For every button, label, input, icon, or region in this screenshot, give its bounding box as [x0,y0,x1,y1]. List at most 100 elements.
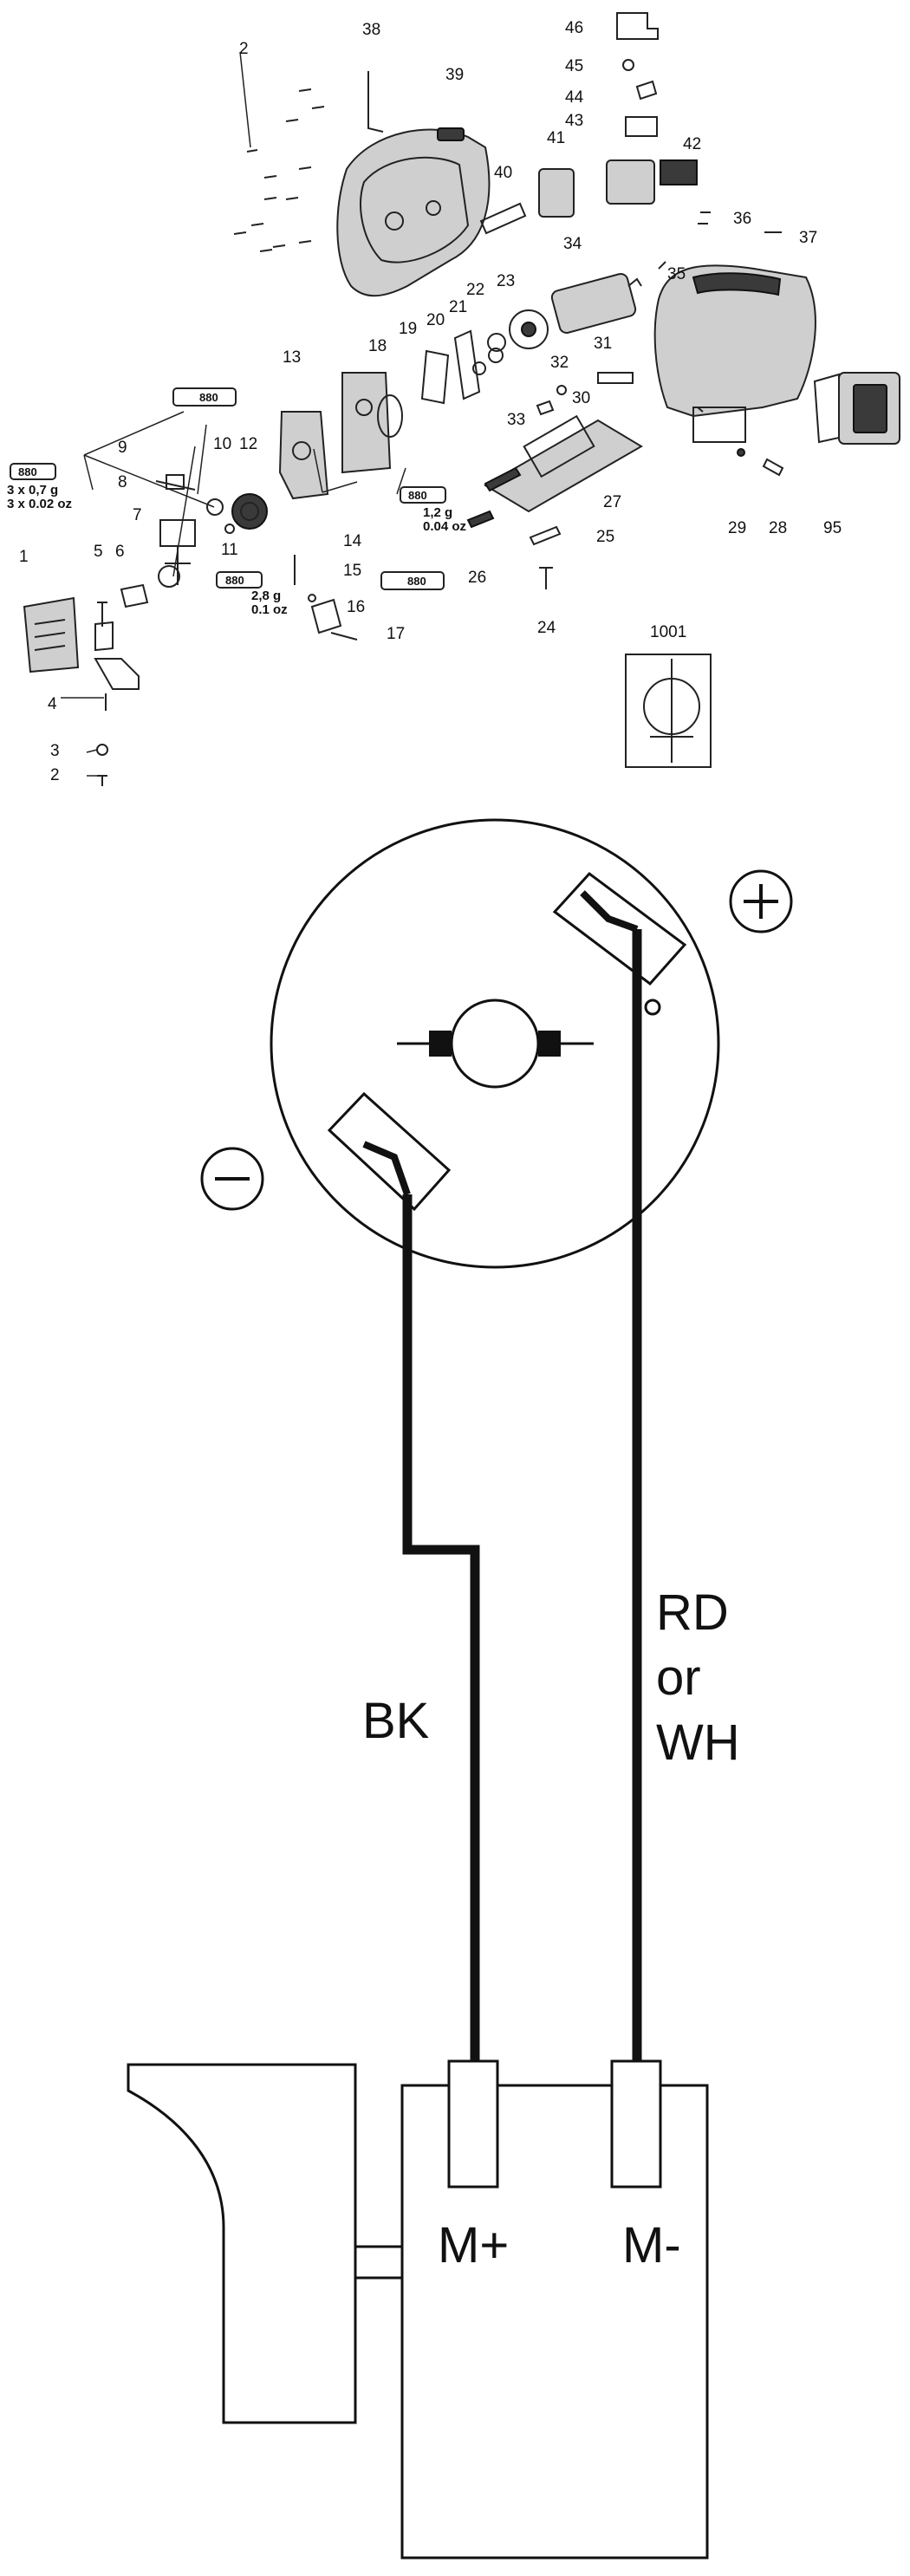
part-label-24: 24 [537,619,556,637]
part-label-44: 44 [565,88,584,107]
terminal-left [447,2059,499,2189]
left-parts [23,474,358,786]
terminal-right [610,2059,662,2189]
wire-black [402,1194,480,2070]
wire-label-bk: BK [362,1693,430,1749]
leader-lines [61,51,406,777]
part-label-33: 33 [507,411,525,429]
part-label-40: 40 [494,164,512,182]
part-label-27: 27 [603,493,621,511]
part-label-21: 21 [449,298,467,316]
part-label-46: 46 [565,19,583,37]
part-label-8: 8 [118,473,127,491]
trigger [127,2063,402,2424]
grease-amount-left-b: 3 x 0.02 oz [7,497,72,511]
housing-left-part [336,127,491,297]
wire-label-or: or [656,1649,701,1706]
brush-holder-plus [552,871,687,986]
wire-label-rd: RD [656,1584,729,1641]
grease-tube-left-text: 880 [18,465,37,478]
part-label-42: 42 [683,135,701,153]
part-label-28: 28 [769,519,787,537]
part-label-16: 16 [347,598,365,616]
grease-amount-mid-b: 0.04 oz [423,519,466,534]
grease-amount-mid-a: 1,2 g [423,505,452,520]
screw-cluster [233,88,325,252]
wire-part [479,202,527,235]
grease-tube-low: 880 [216,571,263,589]
part-label-4: 4 [48,695,57,713]
part-label-11: 11 [221,541,238,559]
part-label-13: 13 [283,348,301,367]
terminal-label-minus: M- [622,2217,681,2274]
guide-plate-part [278,411,329,500]
part-label-31: 31 [594,335,612,353]
grease-tube-upper-text: 880 [199,391,218,404]
grease-tube-low-text: 880 [225,574,244,587]
part-label-1001: 1001 [650,623,686,641]
part-label-36: 36 [733,210,751,228]
brush-holder-minus [327,1091,452,1212]
part-label-45: 45 [565,57,583,75]
part-label-15: 15 [343,562,361,580]
grease-tube-right: 880 [380,571,445,590]
part-label-95: 95 [823,519,842,537]
part-label-1: 1 [19,548,29,566]
small-parts [466,211,784,589]
hex-key-part [367,71,384,133]
part-label-22: 22 [466,281,484,299]
part-label-39: 39 [445,66,464,84]
armature-symbol [397,999,594,1089]
switch-part [538,12,698,218]
part-label-20: 20 [426,311,445,329]
wire-label-wh: WH [656,1714,740,1771]
part-label-19: 19 [399,320,417,338]
part-label-35: 35 [667,265,686,283]
part-label-25: 25 [596,528,614,546]
part-label-3: 3 [50,742,60,760]
part-label-10: 10 [213,435,231,453]
connection-dot [644,999,661,1016]
part-label-17: 17 [387,625,405,643]
part-label-12: 12 [239,435,257,453]
motor-circle [270,818,720,1269]
motor-part [487,273,637,352]
grease-tube-left: 880 [10,463,56,480]
part-label-7: 7 [133,506,142,524]
exploded-view: 880 880 880 880 880 3 x 0,7 g 3 x 0.02 o… [7,12,900,786]
terminal-label-plus: M+ [438,2217,509,2274]
base-plate-part [484,414,643,513]
plunger-assembly-part [341,329,504,474]
grease-tube-mid: 880 [400,486,446,504]
grease-amount-left-a: 3 x 0,7 g [7,483,58,498]
part-label-23: 23 [497,272,515,290]
part-label-43: 43 [565,112,583,130]
grease-amount-low-b: 0.1 oz [251,602,288,617]
part-label-9: 9 [118,439,127,457]
grease-tube-upper: 880 [172,387,237,407]
part-label-30: 30 [572,389,590,407]
plus-symbol [729,869,793,933]
grease-tube-mid-text: 880 [408,489,427,502]
battery-pack-part [813,372,900,445]
part-label-6: 6 [115,543,125,561]
switch-housing: M+ M- [400,2059,709,2560]
part-label-14: 14 [343,532,362,550]
part-label-18: 18 [368,337,387,355]
wiring-thumbnail-part [625,654,712,768]
part-label-2-bottom: 2 [50,766,60,784]
minus-symbol [200,1147,264,1211]
part-label-34: 34 [563,235,582,253]
part-label-32: 32 [550,354,569,372]
part-label-29: 29 [728,519,746,537]
jigsaw-body-part [653,264,816,443]
grease-amount-low-a: 2,8 g [251,589,281,603]
part-label-41: 41 [547,129,565,147]
part-label-38: 38 [362,21,380,39]
part-label-2: 2 [239,40,249,58]
part-label-5: 5 [94,543,103,561]
part-label-37: 37 [799,229,817,247]
part-label-26: 26 [468,569,486,587]
wiring-diagram: BK RD or WH M+ M- [127,818,793,2560]
